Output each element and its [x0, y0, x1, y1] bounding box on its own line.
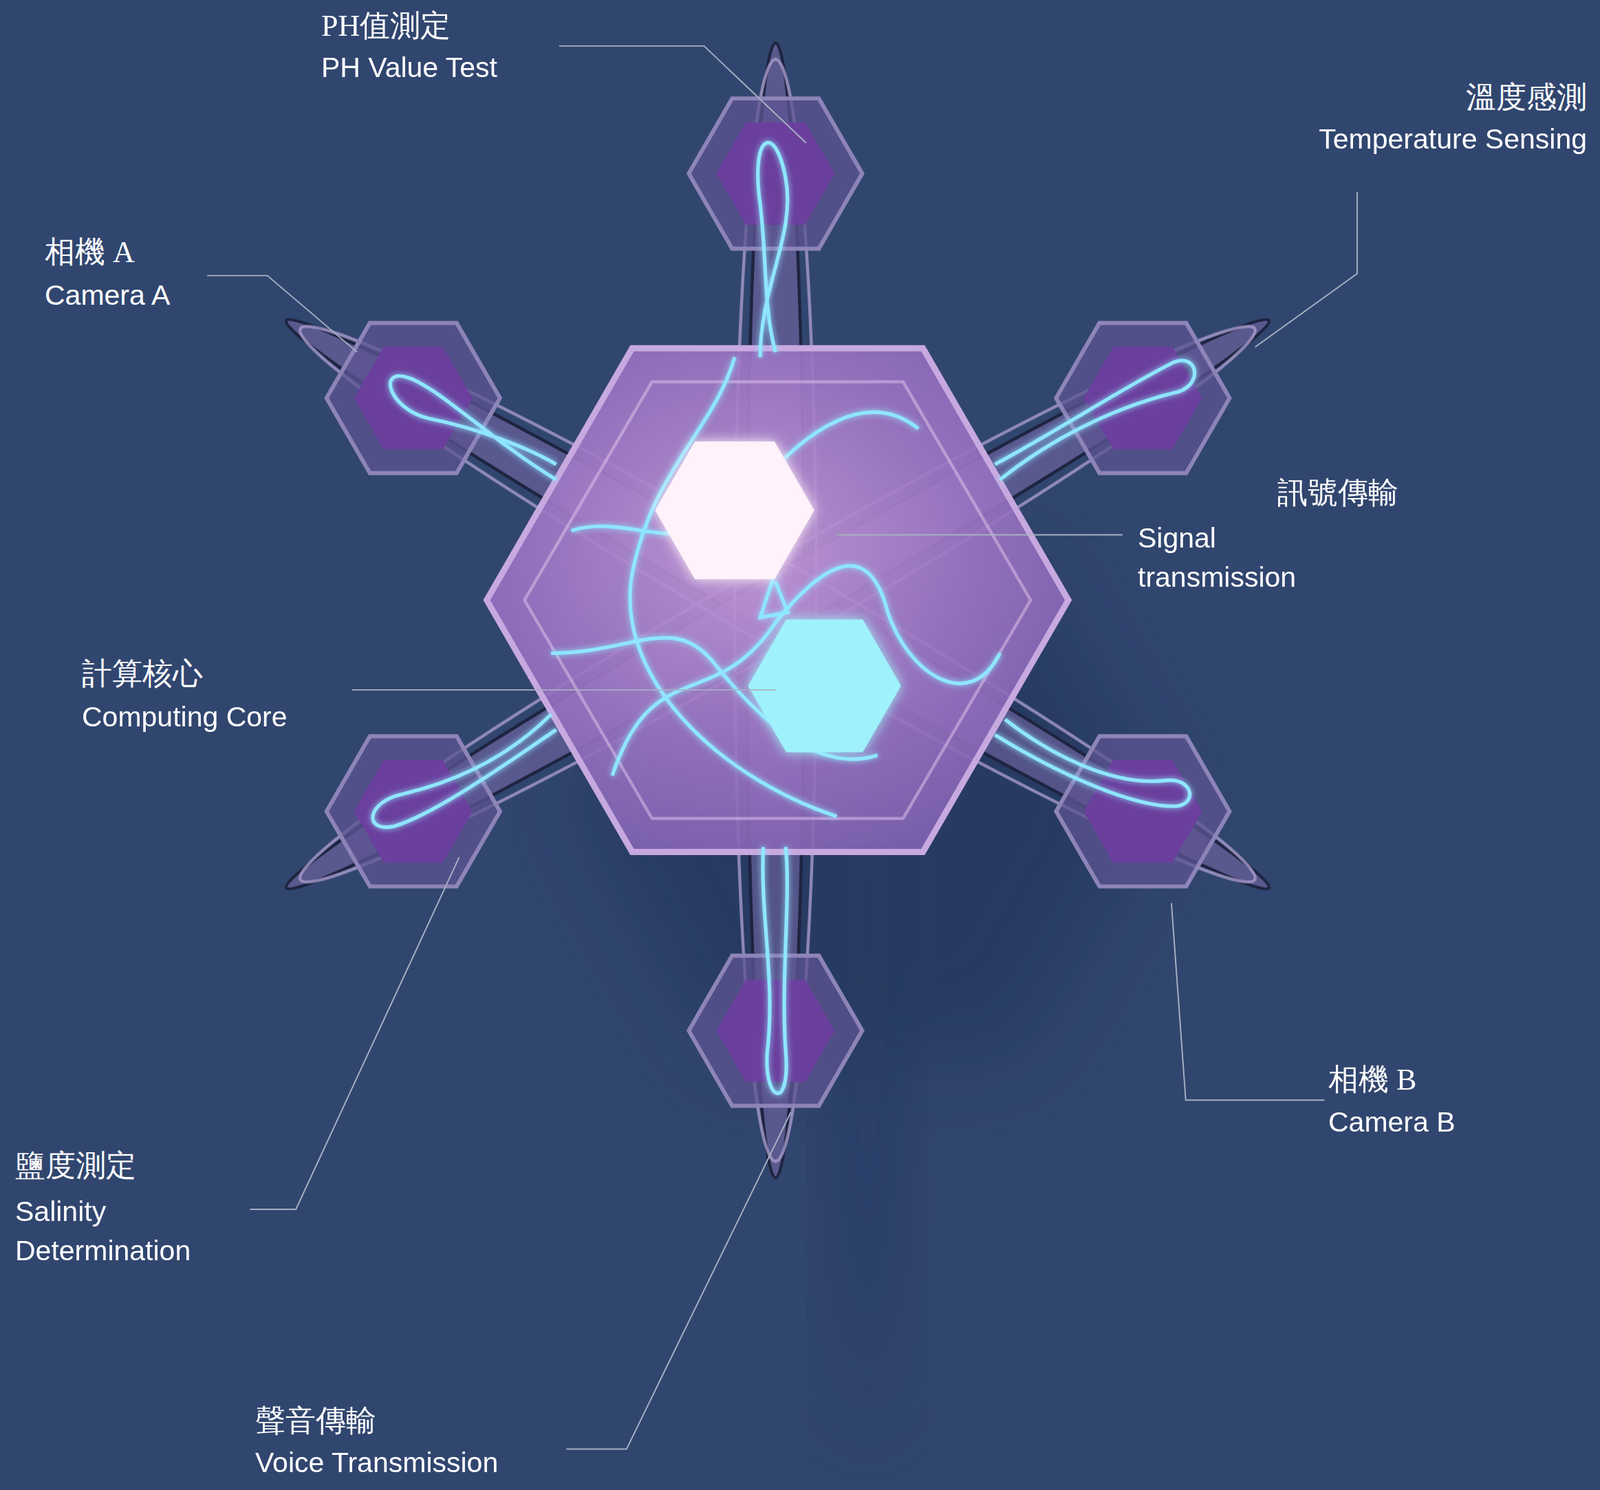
sensor-pad-inner [354, 760, 473, 863]
leader-line [249, 857, 459, 1210]
leader-line [559, 46, 807, 144]
callout-label: 計算核心 [81, 656, 203, 693]
arms [271, 42, 1283, 1178]
arm-rim [279, 293, 1276, 915]
sensor-pad-inner [354, 346, 473, 450]
wire [762, 846, 787, 1094]
sensor-pad [688, 98, 862, 249]
leader-line [207, 275, 358, 353]
sensor-pad [326, 322, 501, 473]
chip [747, 619, 902, 753]
core-inner-rim [524, 381, 1031, 819]
wires [372, 142, 1195, 1094]
leader-line [1255, 191, 1358, 347]
wire [994, 360, 1195, 480]
sensor-pad [1055, 322, 1230, 473]
callout-label: PH值測定 [321, 8, 451, 45]
callout-label: Camera A [44, 278, 170, 313]
leader-line [836, 533, 1122, 536]
core-shell [487, 348, 1069, 852]
sensor-pad [688, 955, 862, 1106]
callout-label: 訊號傳輸 [1277, 475, 1399, 512]
wire [372, 714, 557, 827]
callout-label: 鹽度測定 [15, 1148, 137, 1185]
callout-label: Camera B [1328, 1105, 1456, 1140]
wire [994, 719, 1190, 807]
callout-label: Salinity Determination [15, 1192, 256, 1272]
callout-label: 相機 A [44, 234, 135, 272]
sensor-pad-inner [716, 122, 835, 225]
sensor-pads [326, 98, 1230, 1106]
arm-rim [279, 293, 1276, 915]
callout-label: Computing Core [81, 700, 288, 734]
callout-label: 溫度感測 [1465, 79, 1587, 117]
arm [271, 295, 1283, 913]
arm-rims [279, 59, 1276, 1162]
wire [612, 566, 1001, 776]
sensor-pad-inner [1083, 760, 1202, 863]
arm [271, 295, 1283, 913]
callout-label: Temperature Sensing [1318, 122, 1587, 157]
callout-label: Voice Transmission [255, 1445, 499, 1480]
callout-label: PH Value Test [321, 50, 498, 85]
processor-chips [654, 441, 902, 753]
callout-label: Signal transmission [1137, 518, 1353, 598]
leader-line [566, 1112, 791, 1450]
callout-label: 聲音傳輸 [255, 1403, 377, 1440]
wire [390, 376, 556, 481]
sensor-pad [1055, 736, 1230, 886]
chip [654, 441, 814, 580]
leader-line [352, 689, 776, 691]
sensor-pad-inner [716, 979, 835, 1083]
callout-label: 相機 B [1328, 1062, 1417, 1099]
leader-line [1171, 903, 1325, 1100]
wire [758, 142, 788, 358]
leader-lines [207, 46, 1358, 1450]
core [487, 348, 1069, 852]
sensor-pad [326, 736, 501, 886]
